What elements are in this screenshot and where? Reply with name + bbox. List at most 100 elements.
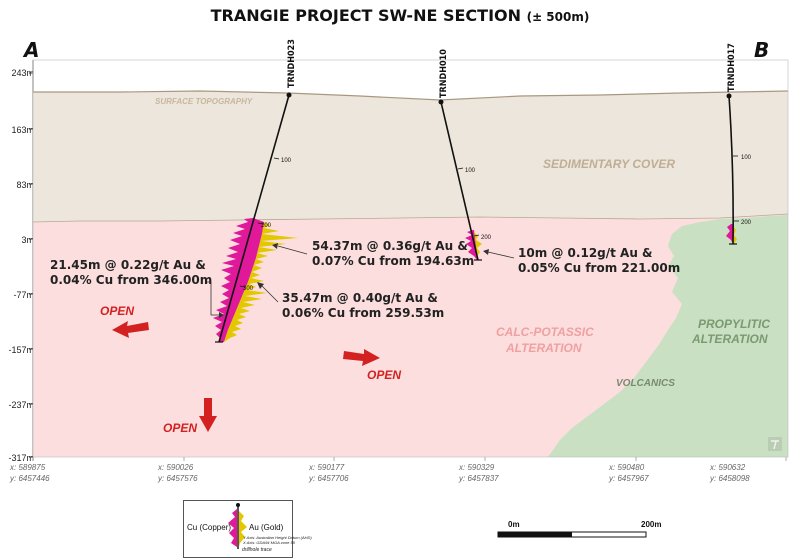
corner-label-a: A — [24, 38, 40, 62]
collar-trndh023 — [286, 92, 292, 98]
x-coord-label: x: 590329 y: 6457837 — [459, 462, 499, 484]
leader-line — [487, 251, 515, 259]
x-coord-label: x: 590480 y: 6457967 — [609, 462, 649, 484]
leader-line — [207, 281, 219, 316]
au-histogram-trndh023 — [224, 222, 298, 342]
y-tick-label: -77m — [13, 290, 34, 300]
scale-end-label: 200m — [641, 520, 661, 529]
hole-label-trndh017: TRNDH017 — [727, 43, 737, 92]
legend-au-label: Au (Gold) — [249, 523, 284, 532]
open-label-west: OPEN — [100, 304, 134, 318]
leader-arrowhead — [483, 249, 489, 255]
drillhole-trace-trndh017 — [728, 95, 734, 245]
y-axis — [29, 60, 34, 458]
depth-tick — [257, 222, 264, 225]
leader-line — [277, 245, 308, 255]
depth-label: 300 — [243, 286, 254, 292]
x-coord-y: y: 6457837 — [459, 474, 499, 483]
cu-histogram-trndh023 — [213, 218, 264, 342]
volcanics-label: VOLCANICS — [616, 378, 675, 389]
depth-tick — [239, 285, 246, 288]
au-histogram-trndh010 — [474, 232, 482, 260]
hole-label-trndh010: TRNDH010 — [439, 49, 449, 98]
x-axis — [32, 457, 787, 461]
leader-arrowhead — [272, 243, 278, 249]
depth-tick — [273, 157, 280, 160]
title-sub: (± 500m) — [526, 10, 590, 24]
depth-label: 200 — [481, 235, 492, 241]
legend: Cu (Copper) Au (Gold) Y Axis: Australian… — [183, 500, 312, 558]
open-label-south: OPEN — [163, 421, 197, 435]
y-tick-label: 243m — [11, 68, 34, 78]
x-coord-y: y: 6457576 — [158, 474, 198, 483]
x-coord-y: y: 6457446 — [10, 474, 50, 483]
open-arrow-east — [343, 349, 380, 366]
leader-arrowhead — [257, 282, 264, 289]
drillhole-trndh023: 100 200 300 TRNDH023 — [213, 39, 298, 343]
x-coord-x: x: 590177 — [309, 463, 345, 472]
y-tick-label: -317m — [8, 453, 34, 463]
open-arrow-south — [199, 398, 217, 432]
x-coord-x: x: 590632 — [710, 463, 746, 472]
y-tick-label: 83m — [16, 180, 34, 190]
drillhole-trndh017: 100 200 TRNDH017 — [726, 43, 752, 245]
propylitic-label-2: ALTERATION — [691, 332, 768, 346]
intercept-annotation-4-line2: 0.05% Cu from 221.00m — [518, 261, 680, 275]
depth-tick — [473, 234, 480, 237]
intercept-annotation-3-line2: 0.06% Cu from 259.53m — [282, 306, 444, 320]
x-coord-label: x: 590026 y: 6457576 — [158, 462, 198, 484]
depth-label: 100 — [465, 168, 476, 174]
calc-potassic-label-2: ALTERATION — [505, 341, 582, 355]
scale-bar: 0m 200m — [497, 520, 661, 538]
depth-label: 200 — [261, 223, 272, 229]
open-label-east: OPEN — [367, 368, 401, 382]
drillhole-trace-trndh010 — [440, 101, 479, 261]
legend-collar — [236, 503, 240, 507]
x-coord-x: x: 590480 — [609, 463, 645, 472]
x-coord-y: y: 6457967 — [609, 474, 649, 483]
au-histogram-trndh017 — [733, 226, 737, 244]
page-title: TRANGIE PROJECT SW-NE SECTION (± 500m) — [0, 6, 800, 25]
collar-trndh010 — [438, 99, 444, 105]
drillhole-trndh010: 100 200 TRNDH010 — [438, 49, 492, 261]
intercept-annotation-2: 54.37m @ 0.36g/t Au & — [312, 239, 468, 253]
cover-base-line — [32, 213, 789, 223]
surface-topography-label: SURFACE TOPOGRAPHY — [155, 97, 253, 106]
legend-trace-label: drillhole trace — [242, 547, 272, 553]
legend-cu-label: Cu (Copper) — [187, 523, 232, 532]
scale-start-label: 0m — [508, 520, 520, 529]
depth-label: 200 — [741, 220, 752, 226]
leader-arrowhead — [219, 312, 224, 318]
intercept-annotation-2-line2: 0.07% Cu from 194.63m — [312, 254, 474, 268]
legend-yaxis-note: Y Axis: Australian Height Datum (AHD) — [243, 535, 312, 540]
logo-watermark-glyph — [771, 440, 779, 450]
x-coord-x: x: 590329 — [459, 463, 495, 472]
hole-label-trndh023: TRNDH023 — [287, 39, 297, 88]
leader-line — [261, 285, 279, 303]
sedimentary-cover-label: SEDIMENTARY COVER — [543, 157, 675, 171]
sedimentary-cover-zone — [33, 91, 788, 222]
collar-trndh017 — [726, 93, 732, 99]
intercept-annotation-1: 21.45m @ 0.22g/t Au & — [50, 258, 206, 272]
y-tick-label: -237m — [8, 400, 34, 410]
intercept-annotation-4: 10m @ 0.12g/t Au & — [518, 246, 653, 260]
x-coord-label: x: 590632 y: 6458098 — [710, 462, 750, 484]
depth-label: 100 — [281, 158, 292, 164]
calc-potassic-label: CALC-POTASSIC — [496, 325, 594, 339]
depth-label: 100 — [741, 155, 752, 161]
section-frame — [32, 59, 789, 458]
open-arrow-west — [112, 321, 149, 338]
corner-label-b: B — [754, 38, 770, 62]
x-coord-x: x: 589875 — [10, 463, 46, 472]
intercept-annotation-3: 35.47m @ 0.40g/t Au & — [282, 291, 438, 305]
title-main: TRANGIE PROJECT SW-NE SECTION — [210, 6, 522, 25]
intercept-annotation-1-line2: 0.04% Cu from 346.00m — [50, 273, 212, 287]
y-tick-label: -157m — [8, 345, 34, 355]
x-coord-label: x: 590177 y: 6457706 — [309, 462, 349, 484]
cu-histogram-trndh010 — [465, 230, 478, 260]
propylitic-zone — [548, 215, 788, 457]
x-coord-x: x: 590026 — [158, 463, 194, 472]
legend-cu-swatch — [228, 509, 237, 547]
cu-histogram-trndh017 — [726, 224, 733, 244]
